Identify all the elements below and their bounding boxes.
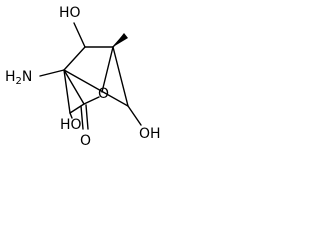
bond-c1-c6 <box>63 69 71 114</box>
amino-group-label: H2N <box>5 69 32 87</box>
bond-c5-hydroxyl-right <box>127 105 142 126</box>
bond-c4-c5 <box>112 46 129 107</box>
wedge-bond-hydrogen <box>113 33 128 47</box>
bond-c7-hydroxyl-top <box>73 22 86 48</box>
bond-c1-amino <box>39 69 65 77</box>
bond-c3-carbonyl-b <box>85 104 89 130</box>
bond-c7-c1 <box>63 46 86 71</box>
molecule-structure: HO H2N O OH HO O <box>5 5 161 149</box>
hydroxyl-bottom-label: HO <box>60 117 82 133</box>
bond-c3-carbonyl-a <box>80 105 84 130</box>
hydroxyl-top-label: HO <box>59 5 81 21</box>
hydroxyl-right-label: OH <box>139 126 161 142</box>
bond-c4-bridge-oxygen <box>101 46 114 93</box>
bond-c3-c6 <box>69 103 85 114</box>
bond-lines <box>39 22 142 130</box>
bond-c1-c3 <box>63 69 85 105</box>
bond-c1-c5 <box>63 69 129 107</box>
bridge-oxygen-label: O <box>98 86 109 102</box>
bond-c6-hydroxyl-bottom <box>69 112 73 119</box>
bond-c3-bridge-oxygen <box>83 96 100 105</box>
carbonyl-oxygen-label: O <box>80 133 91 149</box>
